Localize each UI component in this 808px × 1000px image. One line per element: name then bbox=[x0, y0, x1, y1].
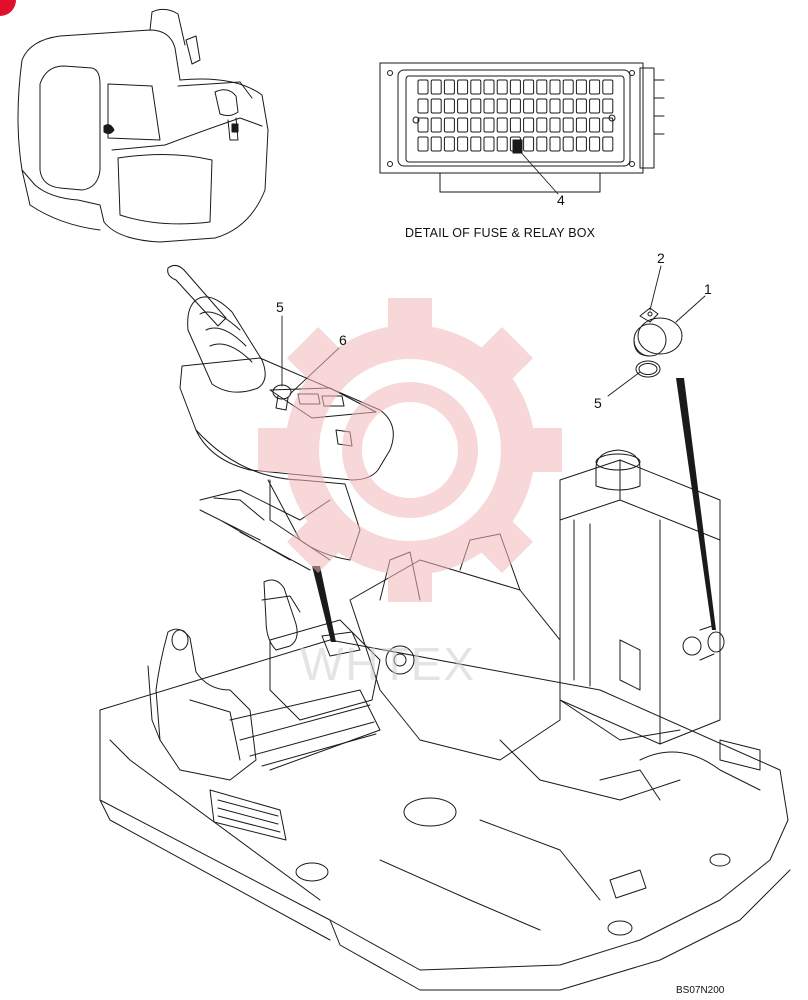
fuse-slot bbox=[457, 136, 469, 152]
fuse-slot bbox=[496, 136, 508, 152]
fuse-slot bbox=[443, 98, 455, 114]
callout-4: 4 bbox=[557, 192, 565, 208]
fuse-slot bbox=[575, 117, 587, 133]
fuse-slot bbox=[443, 117, 455, 133]
fuse-slot bbox=[457, 98, 469, 114]
drawing-code: BS07N200 bbox=[676, 985, 725, 996]
fuse-slot bbox=[575, 98, 587, 114]
fuse-slot bbox=[562, 98, 574, 114]
highlighted-fuse bbox=[512, 139, 523, 154]
gear-tooth bbox=[473, 326, 534, 387]
callout-1: 1 bbox=[704, 281, 712, 297]
pointer-wedge-right bbox=[676, 378, 716, 630]
fuse-slot bbox=[496, 79, 508, 95]
fuse-slot bbox=[483, 117, 495, 133]
fuse-slot bbox=[575, 79, 587, 95]
fuse-slot bbox=[443, 79, 455, 95]
fuse-slot bbox=[417, 98, 429, 114]
fuse-slot bbox=[430, 98, 442, 114]
fuse-slot bbox=[536, 117, 548, 133]
fuse-slot bbox=[509, 117, 521, 133]
gear-tooth bbox=[286, 513, 347, 574]
callout-6: 6 bbox=[339, 332, 347, 348]
fuse-slot bbox=[483, 136, 495, 152]
fuse-slot bbox=[496, 117, 508, 133]
fuse-slot bbox=[417, 79, 429, 95]
lighter-socket-parts bbox=[633, 307, 683, 378]
fuse-slot bbox=[549, 79, 561, 95]
pointer-wedge-left bbox=[312, 566, 336, 642]
watermark-gear bbox=[258, 298, 562, 602]
fuse-slot bbox=[417, 117, 429, 133]
fuse-slot bbox=[589, 136, 601, 152]
fuse-slot bbox=[443, 136, 455, 152]
fuse-slot bbox=[562, 136, 574, 152]
watermark-text: WHTEX bbox=[300, 638, 476, 690]
fuse-slot bbox=[523, 117, 535, 133]
fuse-slot bbox=[470, 136, 482, 152]
fuse-slot bbox=[575, 136, 587, 152]
fuse-slot bbox=[549, 136, 561, 152]
callout-5-ring: 5 bbox=[594, 395, 602, 411]
fuse-slot bbox=[470, 98, 482, 114]
fuse-slot bbox=[602, 136, 614, 152]
callout-5-console: 5 bbox=[276, 299, 284, 315]
corner-mark bbox=[0, 0, 16, 16]
callout-2: 2 bbox=[657, 250, 665, 266]
fuse-slot bbox=[602, 98, 614, 114]
fuse-slot bbox=[457, 79, 469, 95]
fuse-slot bbox=[589, 117, 601, 133]
fuse-slot bbox=[483, 98, 495, 114]
fuse-slot bbox=[549, 98, 561, 114]
fuse-slot bbox=[523, 79, 535, 95]
gear-tooth bbox=[286, 326, 347, 387]
fuse-slot bbox=[536, 98, 548, 114]
cab-overview-illustration bbox=[17, 8, 269, 243]
fuse-slot bbox=[509, 79, 521, 95]
fuse-slot bbox=[417, 136, 429, 152]
fuse-slot bbox=[483, 79, 495, 95]
fuse-slot bbox=[430, 117, 442, 133]
fuse-grid bbox=[417, 79, 614, 152]
fuse-slot bbox=[509, 98, 521, 114]
fuse-slot bbox=[470, 79, 482, 95]
fuse-relay-box-detail bbox=[379, 62, 665, 193]
fuse-slot bbox=[430, 79, 442, 95]
fuse-slot bbox=[589, 79, 601, 95]
fuse-slot bbox=[562, 79, 574, 95]
machine-frame-illustration bbox=[99, 449, 791, 991]
fuse-slot bbox=[602, 117, 614, 133]
fuse-slot bbox=[536, 79, 548, 95]
fuse-slot bbox=[470, 117, 482, 133]
fuse-slot bbox=[536, 136, 548, 152]
fuse-slot bbox=[549, 117, 561, 133]
gear-tooth bbox=[473, 513, 534, 574]
fuse-slot bbox=[496, 98, 508, 114]
detail-caption: DETAIL OF FUSE & RELAY BOX bbox=[405, 226, 596, 240]
fuse-slot bbox=[602, 79, 614, 95]
fuse-slot bbox=[430, 136, 442, 152]
fuse-slot bbox=[589, 98, 601, 114]
fuse-slot bbox=[457, 117, 469, 133]
fuse-slot bbox=[523, 136, 535, 152]
fuse-slot bbox=[562, 117, 574, 133]
fuse-slot bbox=[523, 98, 535, 114]
